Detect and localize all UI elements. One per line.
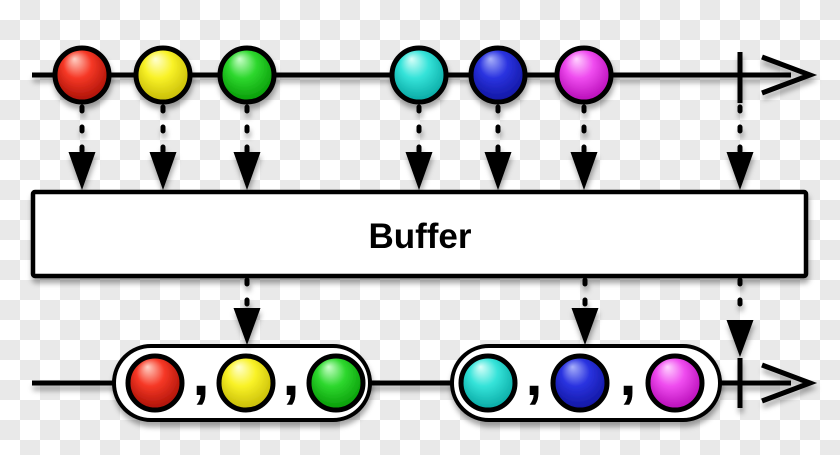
input-arrows: [68, 104, 754, 190]
output-arrowhead-icon: [761, 362, 818, 404]
output-group-1: , ,: [112, 340, 372, 422]
source-marble-cyan: [389, 45, 449, 105]
input-arrow-red: [68, 104, 96, 190]
separator-comma: ,: [619, 340, 636, 409]
input-arrowhead-icon: [149, 152, 177, 190]
output-marble-blue: [550, 353, 610, 413]
source-arrowhead-icon: [761, 54, 818, 96]
input-arrowhead-icon: [68, 152, 96, 190]
output-arrow-complete: [726, 277, 754, 357]
input-arrowhead-icon: [726, 152, 754, 190]
output-marble-green: [306, 353, 366, 413]
input-arrow-magenta: [570, 104, 598, 190]
output-group-2: , ,: [450, 340, 722, 422]
source-marble-yellow: [133, 45, 193, 105]
source-marble-magenta: [554, 45, 614, 105]
output-marble-yellow: [216, 353, 276, 413]
separator-comma: ,: [525, 340, 542, 409]
source-marbles: [52, 45, 614, 105]
input-arrow-blue: [484, 104, 512, 190]
source-marble-blue: [468, 45, 528, 105]
output-arrowhead-icon: [233, 308, 261, 345]
buffer-operator: Buffer: [30, 189, 809, 279]
source-marble-green: [217, 45, 277, 105]
source-marble-red: [52, 45, 112, 105]
separator-comma: ,: [192, 340, 209, 409]
input-arrowhead-icon: [484, 152, 512, 190]
input-arrow-complete: [726, 104, 754, 190]
input-arrowhead-icon: [233, 152, 261, 190]
output-arrow-group-2: [571, 277, 599, 345]
buffer-box: [30, 189, 809, 279]
output-arrowhead-icon: [726, 320, 754, 357]
input-arrowhead-icon: [570, 152, 598, 190]
input-arrow-cyan: [405, 104, 433, 190]
output-marble-magenta: [645, 353, 705, 413]
input-arrow-yellow: [149, 104, 177, 190]
output-arrow-group-1: [233, 277, 261, 345]
buffer-label: Buffer: [368, 217, 471, 256]
output-marble-red: [125, 353, 185, 413]
input-arrow-green: [233, 104, 261, 190]
separator-comma: ,: [282, 340, 299, 409]
output-arrows: [233, 277, 754, 357]
output-arrowhead-icon: [571, 308, 599, 345]
output-marble-cyan: [458, 353, 518, 413]
input-arrowhead-icon: [405, 152, 433, 190]
